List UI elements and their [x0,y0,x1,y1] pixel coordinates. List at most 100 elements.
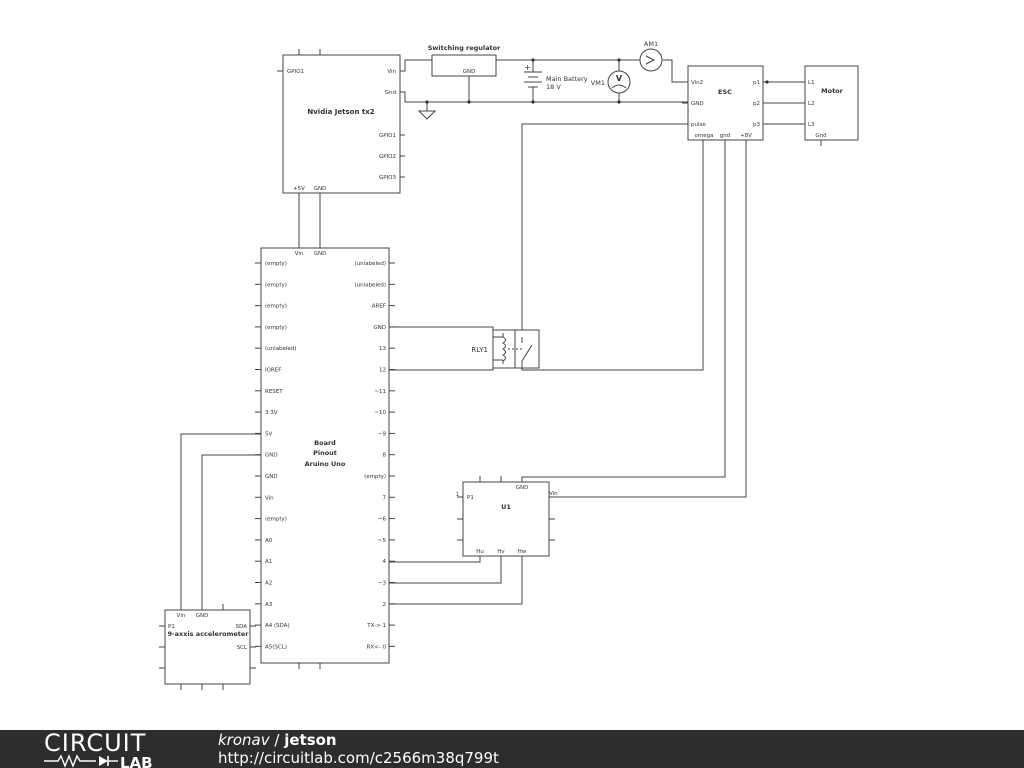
motor-pin-gnd: Gnd [815,133,826,139]
arduino-right-pin-label: 4 [383,559,387,565]
accel-pin-gnd: GND [196,613,209,619]
battery-voltage: 18 V [546,83,561,91]
arduino-left-pin-label: (empty) [265,282,287,288]
circuit-title[interactable]: jetson [284,731,337,749]
arduino-left-pin-label: RESET [265,389,283,395]
jetson-pin-vin: Vin [387,69,396,75]
arduino-pin-stubs [255,262,395,669]
vm1-glyph: V [616,74,623,83]
arduino-left-pin-label: (empty) [265,304,287,310]
arduino-right-pin-label: 12 [379,368,386,374]
arduino-left-pin-label: A5(SCL) [265,644,287,650]
u1-pin-p1: P1 [467,495,474,501]
schematic-canvas: Nvidia Jetson tx2 GPIO1 Vin Gnd GPIO1 GP… [159,40,859,690]
arduino-title-line-1: Board [314,439,336,447]
arduino-right-pin-label: 2 [383,602,387,608]
u1-pin-gnd: GND [516,485,529,491]
battery-name: Main Battery [546,75,588,83]
brand-bottom: LAB [120,754,153,768]
u1-pin-hv: Hv [497,549,505,555]
relay-rly1[interactable] [492,329,540,369]
arduino-left-pin-label: (empty) [265,325,287,331]
esc-pin-8v: +8V [740,133,752,139]
arduino-left-pin-label: (unlabeled) [265,346,296,352]
u1-block[interactable] [457,476,555,557]
arduino-left-pin-label: (empty) [265,517,287,523]
resistor-icon [44,754,96,768]
arduino-title-line-2: Pinout [313,449,337,457]
accel-pin-vin: Vin [177,613,186,619]
arduino-pin-vin-top: Vin [295,251,304,257]
arduino-left-pin-label: 3.3V [265,410,278,416]
esc-pin-gnd-bottom: gnd [720,133,730,139]
u1-name: U1 [501,503,511,511]
arduino-right-pin-label: ~9 [378,431,387,437]
arduino-right-pin-label: TX-> 1 [366,623,386,629]
battery-plus: + [524,63,531,72]
arduino-right-pin-label: ~6 [378,517,387,523]
motor-name: Motor [821,87,844,95]
ground-symbol [417,110,437,120]
esc-block[interactable] [682,65,764,141]
arduino-right-pin-label: ~10 [374,410,386,416]
arduino-left-pin-label: IOREF [265,368,281,374]
switching-regulator[interactable] [431,54,497,77]
jetson-pin-gpio3: GPIO3 [379,175,397,181]
arduino-right-pin-label: ~11 [374,389,386,395]
circuitlab-logo[interactable]: CIRCUIT LAB [0,730,210,768]
relay-name: RLY1 [471,346,488,354]
regulator-pin-gnd: GND [463,69,476,75]
u1-pin1-number: 1 [456,492,459,498]
arduino-left-pin-label: 5V [265,431,272,437]
arduino-left-pin-label: (empty) [265,261,287,267]
accel-pin-p1: P1 [168,624,175,630]
jetson-pin-gpio2: GPIO2 [379,154,396,160]
arduino-left-pin-label: A0 [265,538,273,544]
jetson-block[interactable] [277,49,405,194]
arduino-right-pin-label: (unlabeled) [355,282,386,288]
u1-pin-vin: Vin [549,491,558,497]
owner-link[interactable]: kronav [218,731,270,749]
diode-icon [99,756,108,766]
brand-top: CIRCUIT [44,730,146,757]
jetson-name: Nvidia Jetson tx2 [307,108,374,116]
motor-pin-l2: L2 [808,101,815,107]
esc-pin-gnd: GND [691,101,704,107]
arduino-right-pin-label: 7 [383,495,387,501]
arduino-right-pin-label: 8 [383,453,387,459]
circuit-url[interactable]: http://circuitlab.com/c2566m38q799t [218,749,499,767]
arduino-right-pin-label: ~5 [378,538,387,544]
arduino-right-pin-label: (empty) [364,474,386,480]
arduino-block[interactable] [260,247,390,664]
arduino-left-pin-label: GND [265,474,278,480]
jetson-pin-gnd-bottom: GND [314,186,327,192]
motor-block[interactable] [804,65,859,146]
esc-pin-pulse: pulse [691,122,706,128]
jetson-pin-gpio1: GPIO1 [379,133,396,139]
esc-pin-p1: p1 [753,80,760,86]
arduino-right-pin-label: GND [373,325,386,331]
arduino-title-line-3: Aruino Uno [305,460,346,468]
am1-label: AM1 [644,40,658,48]
esc-pin-p3: p3 [753,122,760,128]
arduino-left-pin-label: A2 [265,581,272,587]
jetson-pin-gpio1-left: GPIO1 [287,69,304,75]
arduino-left-pin-label: A1 [265,559,272,565]
arduino-left-pin-label: Vin [265,495,274,501]
voltmeter-vm1[interactable] [607,70,631,94]
jetson-pin-gnd: Gnd [385,90,396,96]
arduino-right-pin-label: 13 [379,346,386,352]
u1-pin-hw: Hw [518,549,527,555]
ammeter-am1[interactable] [639,48,663,72]
accel-pin-sda: SDA [236,624,248,630]
motor-pin-l3: L3 [808,122,815,128]
esc-pin-p2: p2 [753,101,760,107]
motor-pin-l1: L1 [808,80,815,86]
battery-symbol[interactable] [524,71,542,91]
accelerometer-block[interactable] [159,604,256,690]
accel-name: 9-axxis accelerometer [167,630,249,638]
junction-dots [425,58,769,104]
arduino-right-pin-label: AREF [372,304,386,310]
arduino-right-pin-label: (unlabeled) [355,261,386,267]
footer-owner-line: kronav / jetson [218,731,337,749]
